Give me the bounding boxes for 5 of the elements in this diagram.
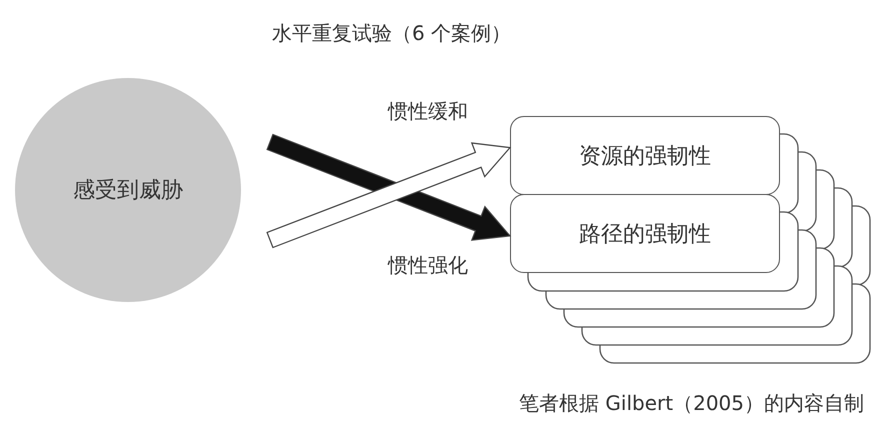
caption: 笔者根据 Gilbert（2005）的内容自制 (519, 390, 864, 417)
rounded-box: 路径的强韧性 (510, 194, 780, 273)
title: 水平重复试验（6 个案例） (272, 20, 512, 47)
rounded-box: 资源的强韧性 (510, 116, 780, 195)
circle: 感受到威胁 (15, 78, 241, 302)
